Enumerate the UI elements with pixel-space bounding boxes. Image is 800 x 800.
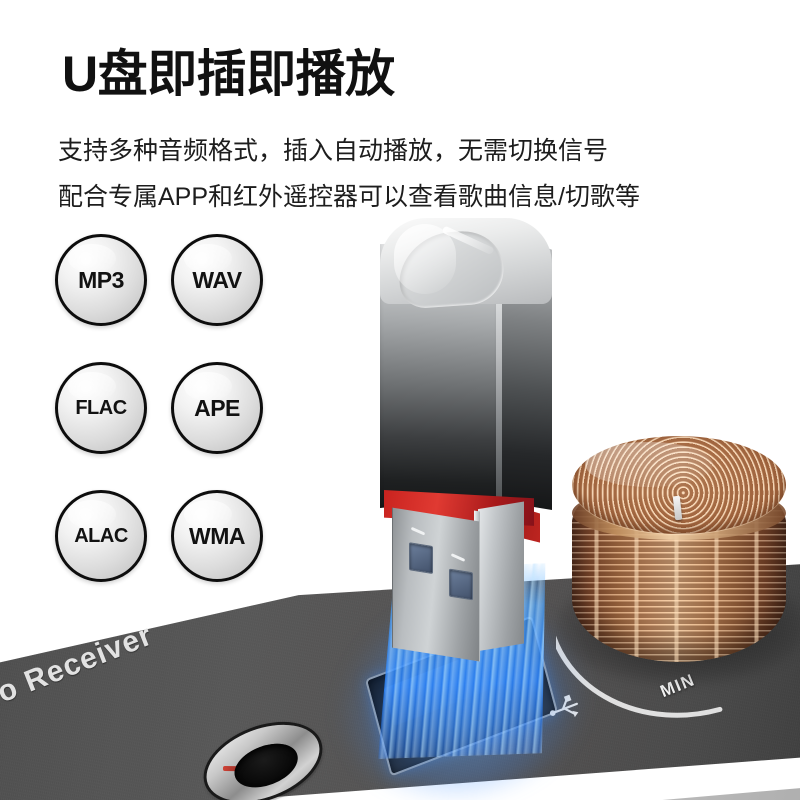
volume-knob[interactable] — [556, 434, 800, 686]
format-badge-label: MP3 — [78, 266, 124, 293]
format-badge-flac: FLAC — [55, 362, 147, 454]
format-badge-label: APE — [194, 394, 240, 421]
usb-drive-cap — [380, 218, 552, 314]
page-title: U盘即插即播放 — [62, 46, 395, 102]
usb-drive-body-edge-highlight — [496, 228, 502, 510]
usb-connector-window — [409, 542, 433, 575]
usb-connector-side — [478, 501, 524, 652]
format-badge-wav: WAV — [171, 234, 263, 326]
audio-format-badge-group: MP3 WAV FLAC APE ALAC WMA — [55, 234, 305, 582]
format-badge-wma: WMA — [171, 490, 263, 582]
format-badge-mp3: MP3 — [55, 234, 147, 326]
usb-connector — [392, 501, 524, 669]
usb-connector-notch — [450, 553, 466, 562]
format-badge-label: FLAC — [75, 396, 127, 419]
format-badge-label: ALAC — [74, 524, 128, 547]
format-badge-label: WMA — [189, 522, 245, 549]
format-badge-ape: APE — [171, 362, 263, 454]
usb-connector-window — [449, 568, 473, 601]
subtitle-line-1: 支持多种音频格式，插入自动播放，无需切换信号 — [58, 137, 609, 165]
usb-connector-face — [392, 507, 479, 662]
format-badge-label: WAV — [192, 266, 242, 293]
subtitle-line-2: 配合专属APP和红外遥控器可以查看歌曲信息/切歌等 — [58, 183, 640, 211]
usb-connector-notch — [410, 526, 426, 536]
usb-flash-drive[interactable] — [370, 218, 570, 698]
format-badge-alac: ALAC — [55, 490, 147, 582]
